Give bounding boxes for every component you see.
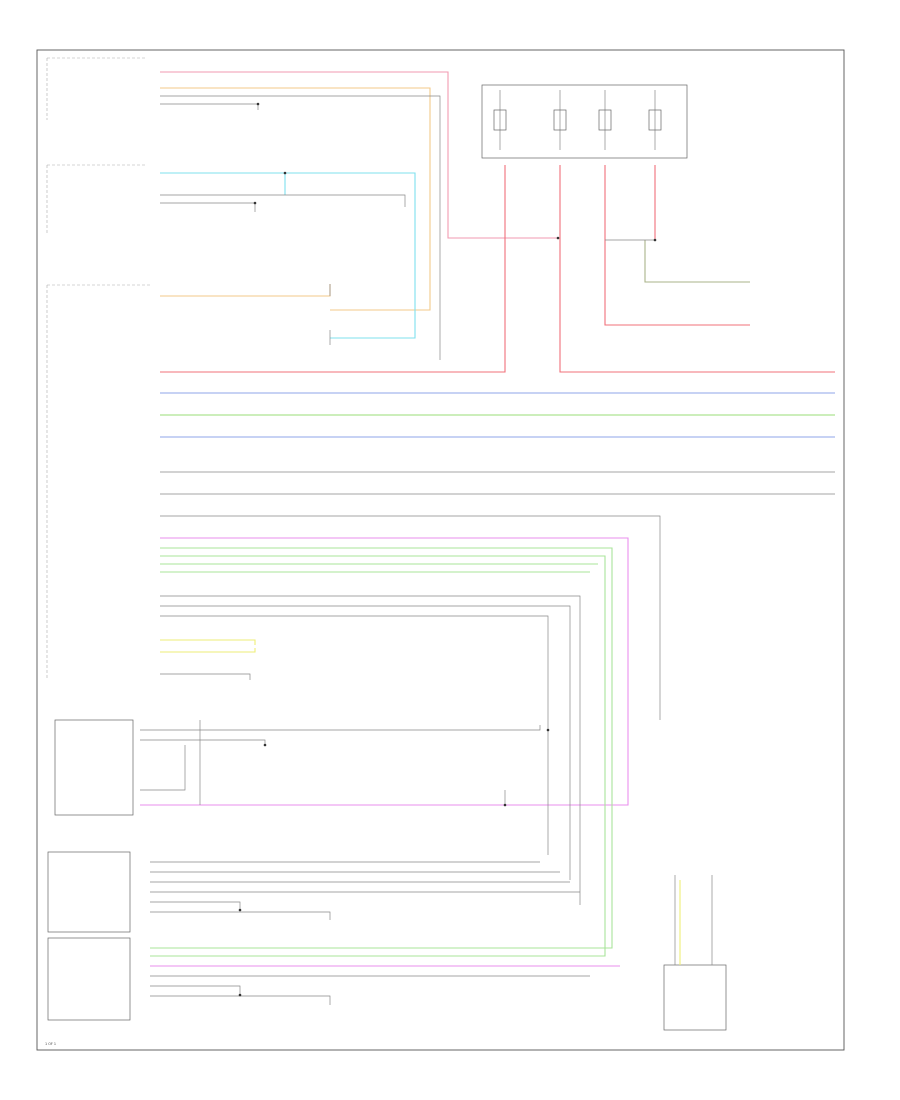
wires bbox=[140, 71, 835, 1005]
component-outlines bbox=[46, 57, 150, 1021]
sheet-number: 1 OF 1 bbox=[45, 1042, 56, 1046]
wire-cyan bbox=[160, 172, 416, 339]
wire-red bbox=[160, 165, 506, 373]
splice-dots bbox=[238, 102, 657, 997]
fuse-block bbox=[481, 84, 688, 159]
wire-magenta bbox=[140, 537, 629, 806]
wire-pink-top bbox=[160, 71, 558, 239]
diagram-frame bbox=[36, 49, 845, 1051]
connector-box-right bbox=[663, 875, 727, 1031]
wire-orange bbox=[160, 87, 431, 311]
